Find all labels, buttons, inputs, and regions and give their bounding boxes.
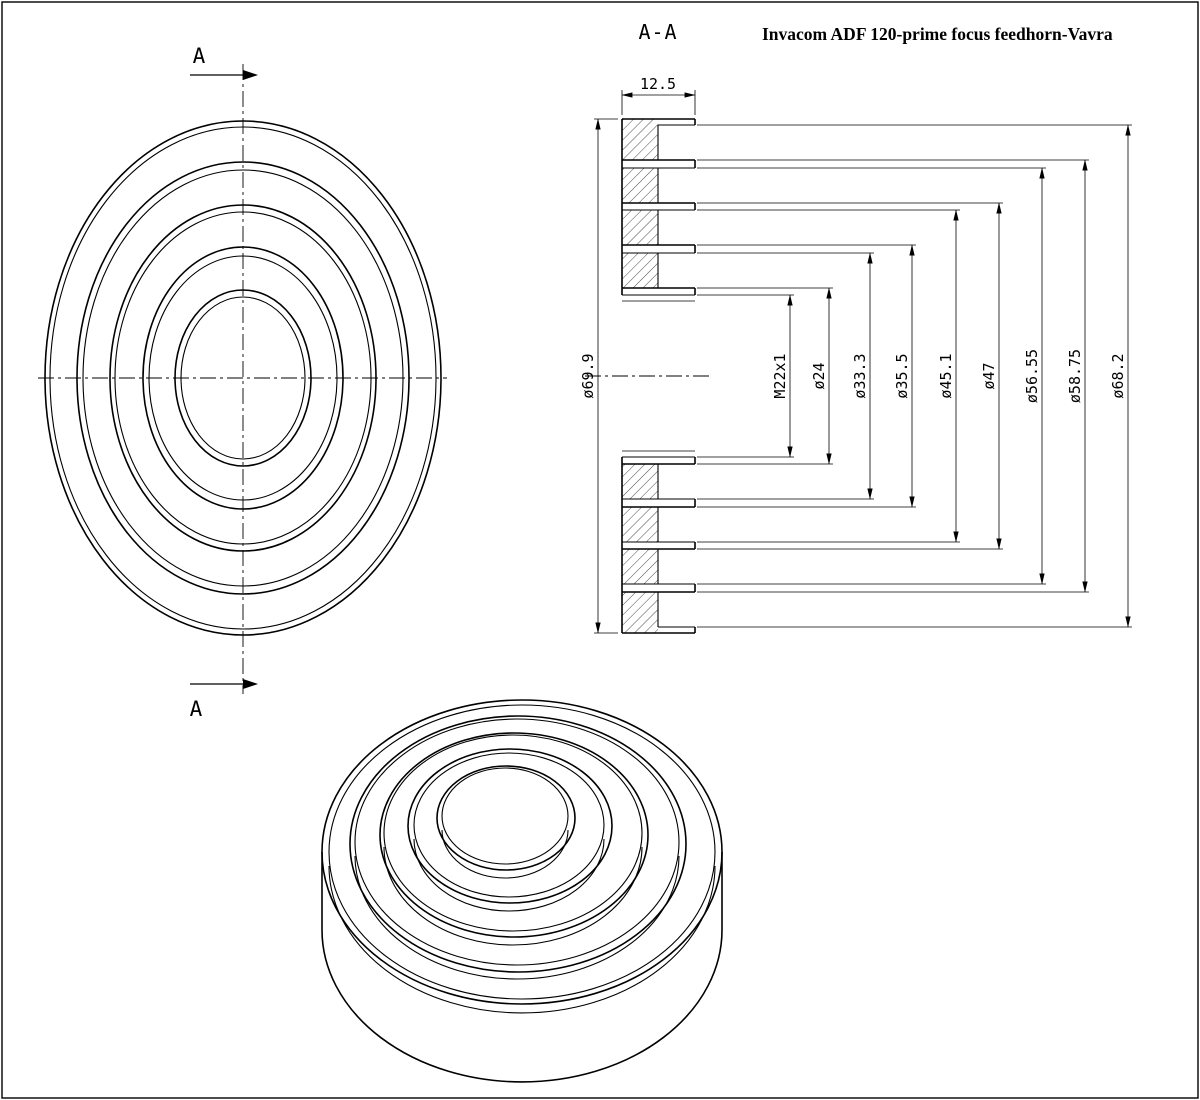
dim-label-phi68-2: ø68.2 — [1109, 353, 1127, 398]
drawing-title: Invacom ADF 120-prime focus feedhorn-Vav… — [762, 24, 1113, 44]
dim-label-m22x1: M22x1 — [771, 353, 789, 398]
dim-label-phi56-55: ø56.55 — [1023, 349, 1041, 403]
section-arrow-icon — [243, 679, 258, 689]
dim-label-phi69-9: ø69.9 — [579, 353, 597, 398]
iso-view — [321, 699, 723, 1083]
section-arrow-icon — [243, 70, 258, 80]
dim-label-phi24: ø24 — [810, 362, 828, 389]
section-view-label: A-A — [638, 20, 677, 44]
dim-phi45-1: ø45.1 — [697, 209, 960, 543]
hatch-areas — [622, 119, 658, 633]
section-view: 12.5 ø69.9 M22x1 ø24 ø33.3 — [579, 75, 1132, 634]
dim-label-phi47: ø47 — [980, 362, 998, 389]
dim-phi47: ø47 — [697, 202, 1003, 550]
dim-phi35-5: ø35.5 — [697, 244, 916, 508]
dim-phi68-2: ø68.2 — [697, 124, 1132, 628]
section-marker-top: A — [190, 44, 258, 80]
dim-phi24: ø24 — [697, 287, 833, 465]
dim-phi58-75: ø58.75 — [697, 159, 1089, 593]
dim-m22x1: M22x1 — [697, 294, 794, 458]
dim-phi69-9: ø69.9 — [579, 118, 618, 634]
dim-label-phi58-75: ø58.75 — [1066, 349, 1084, 403]
dim-label-depth: 12.5 — [640, 75, 676, 93]
dim-phi56-55: ø56.55 — [697, 167, 1046, 585]
dim-label-phi33-3: ø33.3 — [851, 353, 869, 398]
dim-phi33-3: ø33.3 — [697, 252, 874, 500]
dim-label-phi45-1: ø45.1 — [937, 353, 955, 398]
section-marker-bottom-label: A — [190, 697, 203, 721]
dim-label-phi35-5: ø35.5 — [893, 353, 911, 398]
dim-depth-12-5: 12.5 — [621, 75, 696, 115]
section-marker-top-label: A — [193, 44, 206, 68]
section-marker-bottom: A — [190, 679, 258, 721]
front-view: A A — [38, 44, 447, 721]
